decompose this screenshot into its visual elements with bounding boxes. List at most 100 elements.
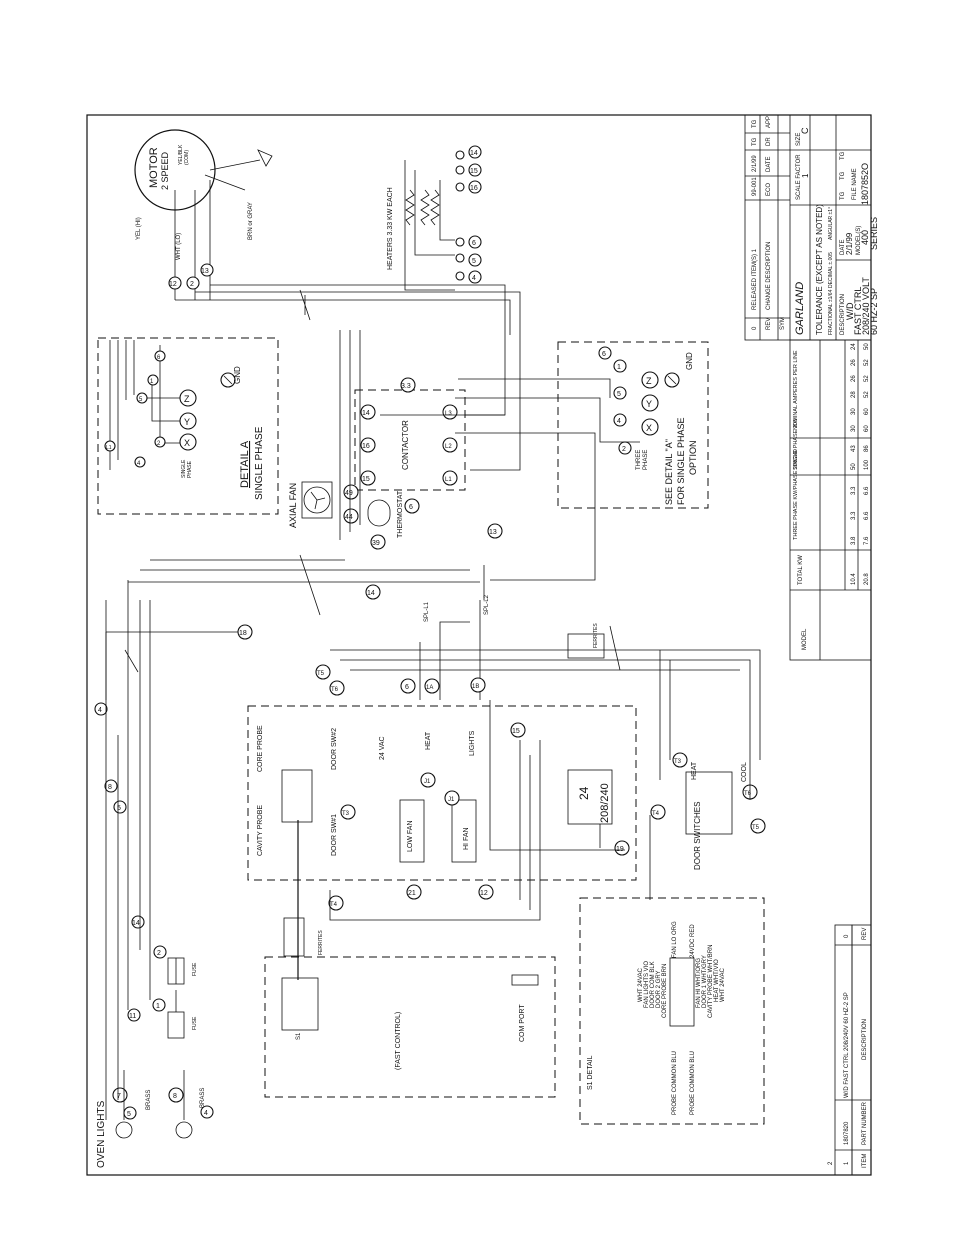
detail-a-title: DETAIL A [239, 440, 251, 488]
axial-fan: AXIAL FAN 49 44 THERMOSTAT 39 [288, 481, 404, 550]
svg-text:15: 15 [362, 476, 370, 483]
amps-row2-kw: 20.8 [864, 573, 870, 585]
file-name-label: FILE NAME [852, 168, 858, 200]
s1-pin-probe-common-1: PROBE COMMON BLU [672, 1051, 678, 1115]
svg-text:16: 16 [362, 443, 370, 450]
amps-header-kw-phase: THREE PHASE KW/PHASE 208/240 [793, 449, 799, 540]
ferrites-label: FERRITES [318, 930, 324, 955]
svg-text:1B: 1B [472, 684, 479, 690]
amps-title: NOMINAL AMPERES PER LINE [793, 350, 799, 430]
date-header: DATE [766, 156, 772, 172]
svg-text:4: 4 [98, 707, 102, 714]
amps-row2-3p208y: 60 [864, 408, 870, 415]
amps-row2-xy: 7.6 [864, 536, 870, 545]
motor-com: (COM) [184, 150, 190, 165]
door-switches-label: DOOR SWITCHES [693, 802, 702, 870]
amps-row1-3p240z: 24 [851, 343, 857, 350]
amps-row1-3p208x: 30 [851, 425, 857, 432]
svg-text:5: 5 [617, 391, 621, 398]
heat-switch-label: HEAT [691, 761, 698, 780]
svg-text:4: 4 [204, 1110, 208, 1117]
svg-text:3.3: 3.3 [401, 383, 411, 390]
amps-header-total-kw: TOTAL KW [798, 555, 804, 585]
amps-row2-3p208z: 52 [864, 391, 870, 398]
s1-pin-probe-common-2: PROBE COMMON BLU [690, 1051, 696, 1115]
svg-text:2: 2 [622, 446, 626, 453]
svg-text:4: 4 [137, 461, 141, 467]
rev-header: REV [766, 318, 772, 330]
rev-date: 2/1/99 [752, 155, 758, 172]
svg-text:T5: T5 [317, 671, 325, 677]
heaters: HEATERS 3.33 KW EACH 14 15 16 6 5 4 [387, 145, 482, 291]
tolerance-label: TOLERANCE (EXCEPT AS NOTED) [815, 204, 824, 335]
wiring-traces [105, 284, 761, 921]
svg-text:1A: 1A [426, 685, 433, 691]
parts-rev-header: REV [862, 928, 868, 940]
svg-text:5: 5 [472, 258, 476, 265]
amps-row2-240: 86 [864, 445, 870, 452]
file-name-value: 1807852O [860, 163, 870, 205]
svg-text:5: 5 [139, 397, 143, 403]
description-line-1: W/D [845, 302, 855, 320]
vac24-label: 24 VAC [379, 736, 386, 760]
terminal-gnd: GND [685, 352, 694, 370]
svg-text:T3: T3 [674, 759, 682, 765]
fractional-tol: FRACTIONAL ±1/64 [828, 289, 834, 335]
date-label: DATE [840, 239, 846, 255]
amps-row1-3p208z: 28 [851, 391, 857, 398]
s1-pin-wht-24vac-1: WHT 24VAC [638, 968, 644, 1002]
door-sw2-label: DOOR SW#2 [331, 728, 338, 770]
core-probe-label: CORE PROBE [257, 725, 264, 772]
amps-row2-3p240y: 52 [864, 359, 870, 366]
svg-text:L1: L1 [106, 445, 112, 451]
axial-fan-label: AXIAL FAN [288, 483, 298, 528]
svg-text:L3: L3 [445, 411, 452, 417]
amps-header-model: MODEL [802, 628, 808, 650]
svg-text:6: 6 [602, 351, 606, 358]
amps-row2-3p208x: 60 [864, 425, 870, 432]
svg-text:Y: Y [646, 399, 652, 409]
svg-text:5: 5 [127, 1111, 131, 1118]
svg-text:19: 19 [616, 846, 624, 853]
svg-text:L2: L2 [445, 444, 452, 450]
rev-desc-header: CHANGE DESCRIPTION [766, 242, 772, 310]
detail-a-gnd: GND [233, 366, 242, 384]
svg-text:4: 4 [472, 275, 476, 282]
svg-text:T3: T3 [342, 811, 350, 817]
amps-row1-240: 43 [851, 445, 857, 452]
amps-row1-yz: 3.3 [851, 511, 857, 520]
brass-label-2: BRASS [200, 1088, 206, 1108]
svg-text:12: 12 [169, 281, 177, 288]
motor-label: MOTOR [148, 147, 160, 188]
svg-text:13: 13 [489, 529, 497, 536]
low-fan-label: LOW FAN [407, 820, 414, 852]
svg-text:2: 2 [157, 441, 161, 447]
heaters-label: HEATERS 3.33 KW EACH [387, 187, 394, 270]
amps-row2-3p240z: 50 [864, 343, 870, 350]
svg-text:X: X [646, 423, 652, 433]
transformer-bottom: 208/240 [599, 783, 611, 823]
fast-control-label: (FAST CONTROL) [395, 1012, 402, 1070]
detail-a: X Y Z GND DETAIL A SINGLE PHASE SINGLE P… [97, 337, 279, 515]
terminal-three: THREE [636, 450, 642, 470]
contactor-label: CONTACTOR [401, 420, 410, 470]
svg-text:5: 5 [117, 805, 121, 812]
svg-text:16: 16 [470, 185, 478, 192]
svg-text:14: 14 [362, 410, 370, 417]
oven-lights: OVEN LIGHTS 7 8 5 4 BRASS BRASS FUSE FUS… [94, 600, 214, 1168]
dr-header: DR [766, 137, 772, 146]
description-label: DESCRIPTION [840, 294, 846, 335]
svg-text:Z: Z [646, 376, 652, 386]
sym-label: SYM [780, 317, 786, 330]
amps-row1-3p240x: 26 [851, 375, 857, 382]
model-value-1: 400 [860, 230, 870, 245]
motor-yel-blk: YEL/BLK [178, 144, 184, 165]
svg-text:44: 44 [345, 514, 353, 521]
brass-label-1: BRASS [146, 1090, 152, 1110]
svg-text:11: 11 [129, 1013, 136, 1020]
parts-row-item: 1 [844, 1161, 850, 1165]
parts-row-desc: W/D FAST CTRL 208/240V 60 HZ-2 SP [844, 992, 850, 1098]
s1-detail: S1 DETAIL PROBE COMMON BLU CORE PROBE BR… [579, 897, 765, 1125]
amps-row1-xz: 3.3 [851, 486, 857, 495]
